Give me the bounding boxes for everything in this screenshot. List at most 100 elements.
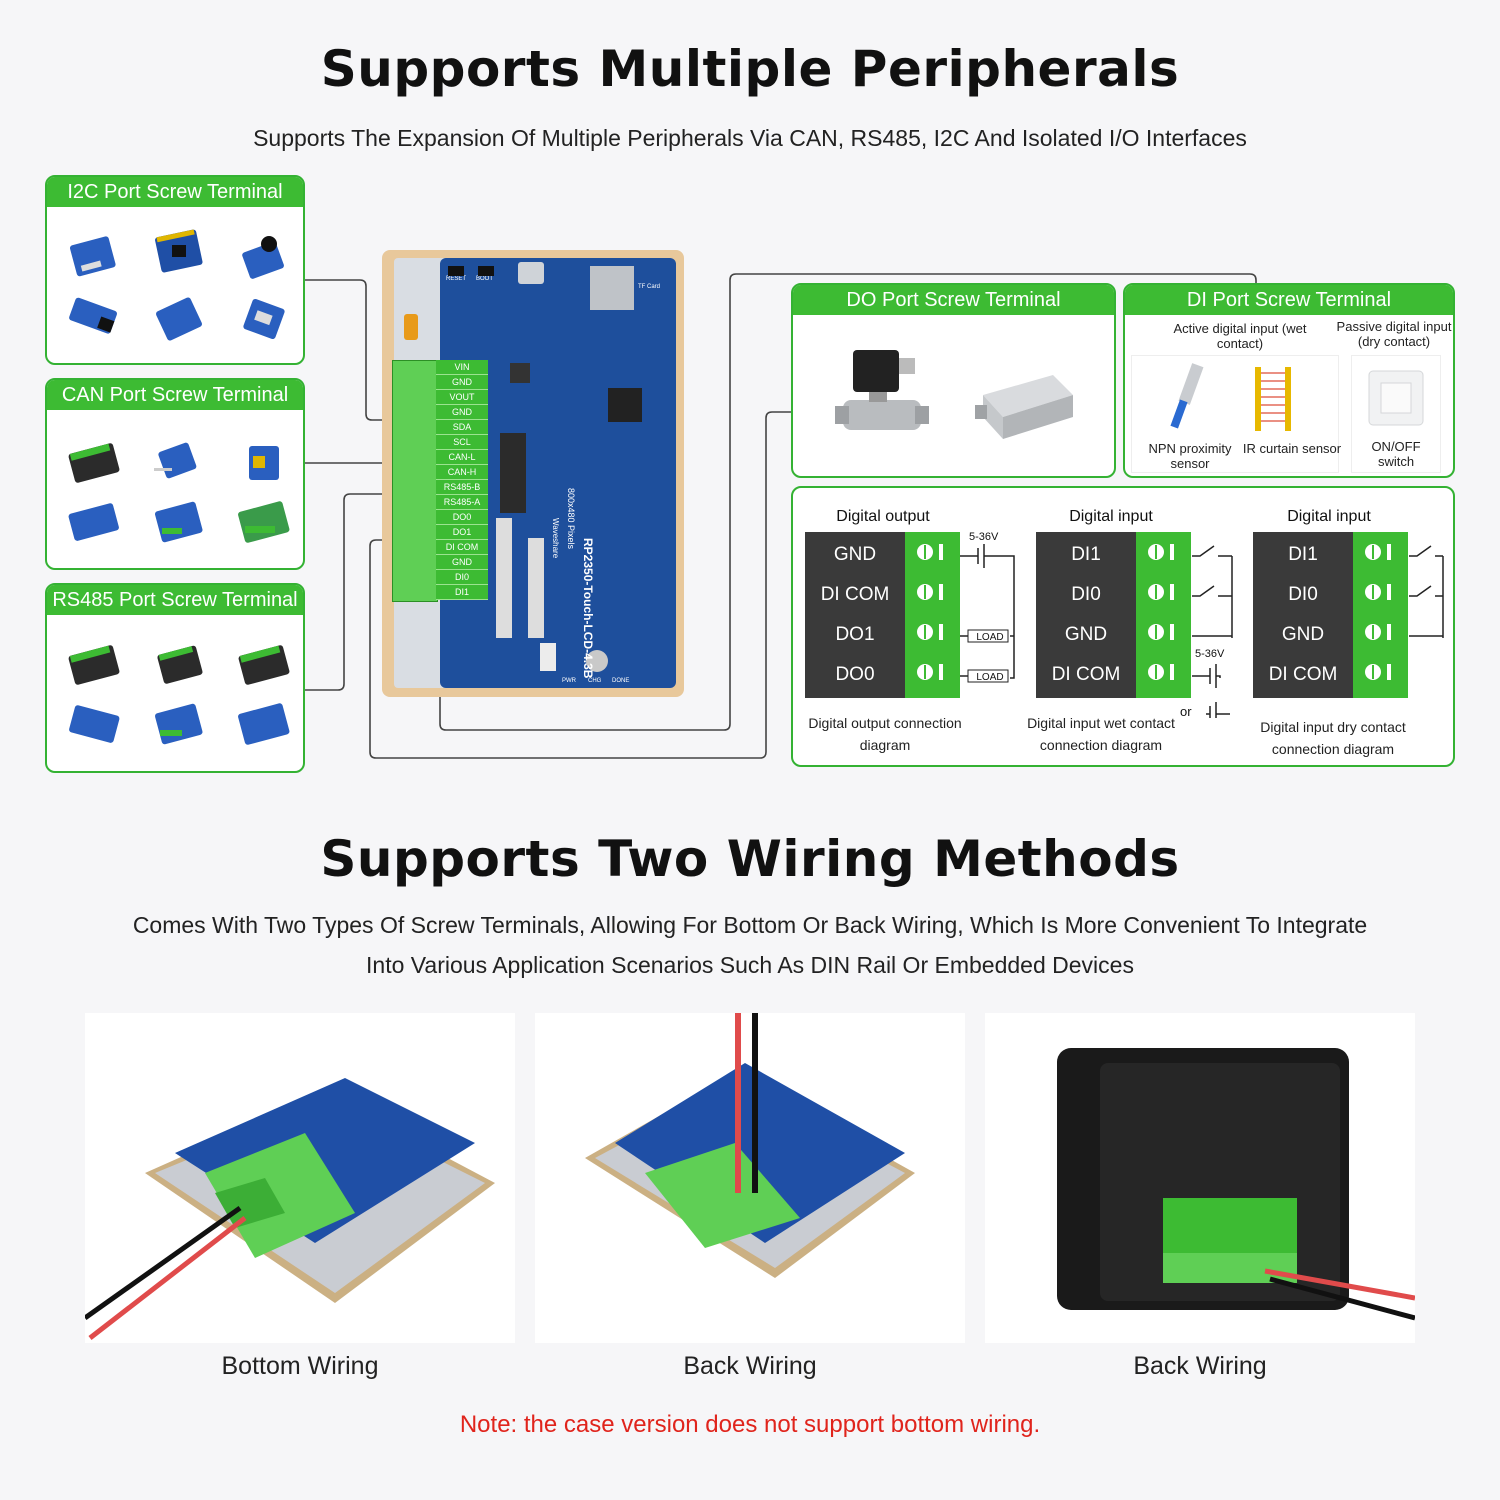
- terminal-green: [1136, 532, 1191, 698]
- di-wet-diagram-heading: Digital input: [1069, 508, 1153, 525]
- di-wet-voltage-label: 5-36V: [1195, 648, 1225, 660]
- switch-label: ON/OFF switch: [1371, 439, 1421, 469]
- do-terminal: GND DI COM DO1 DO0: [805, 532, 960, 698]
- can-module-image: [68, 443, 120, 483]
- pin-label: VOUT: [436, 390, 488, 405]
- wiring-title: Supports Two Wiring Methods: [320, 830, 1180, 888]
- can-module-image: [154, 501, 203, 543]
- board-resolution-label: 800x480 Pixels: [566, 488, 576, 550]
- do-voltage-label: 5-36V: [969, 531, 999, 543]
- terminal-row-label: DO0: [835, 664, 875, 685]
- connector-lines: [305, 273, 1257, 759]
- can-module-image: [238, 501, 290, 543]
- rs485-module-image: [238, 645, 290, 685]
- i2c-module-image: [242, 236, 284, 279]
- screw-icon: [917, 664, 933, 680]
- i2c-card-title: I2C Port Screw Terminal: [47, 177, 303, 207]
- terminal-bar: [939, 544, 943, 560]
- back-wiring-illustration: [585, 1013, 915, 1278]
- screw-icon: [1365, 624, 1381, 640]
- pin-label: GND: [436, 375, 488, 390]
- terminal-green: [905, 532, 960, 698]
- ir-sensor-label: IR curtain sensor: [1242, 441, 1342, 456]
- fpc-connector: [496, 518, 512, 638]
- pin-label: DI COM: [436, 540, 488, 555]
- npn-proximity-sensor-image: [1170, 363, 1204, 429]
- reset-button[interactable]: [448, 266, 464, 276]
- terminal-row-label: GND: [833, 544, 877, 565]
- inductor: [510, 363, 530, 383]
- can-module-image: [154, 442, 197, 479]
- screw-icon: [1365, 544, 1381, 560]
- chg-label: CHG: [588, 678, 602, 684]
- active-input-group: [1131, 355, 1339, 473]
- pin-label: GND: [436, 555, 488, 570]
- terminal-row-label: DI0: [1288, 584, 1318, 605]
- tf-card-label: TF Card: [638, 284, 661, 290]
- screw-icon: [1365, 664, 1381, 680]
- back-wiring-photo: [535, 1013, 965, 1343]
- terminal-row-label: DI0: [1071, 584, 1101, 605]
- pin-label: CAN-L: [436, 450, 488, 465]
- case-back-wiring-illustration: [1057, 1048, 1416, 1321]
- pin-label: DI0: [436, 570, 488, 585]
- boot-button[interactable]: [478, 266, 494, 276]
- do-load-label: LOAD: [976, 672, 1004, 683]
- di-dry-diagram-heading: Digital input: [1287, 508, 1371, 525]
- do-card: DO Port Screw Terminal: [791, 283, 1116, 478]
- wiring-subtitle-line2: Into Various Application Scenarios Such …: [366, 952, 1134, 978]
- rs485-module-image: [154, 703, 203, 745]
- passive-input-group: [1351, 355, 1441, 473]
- back-wiring-caption: Back Wiring: [683, 1352, 817, 1380]
- npn-sensor-label: NPN proximity sensor: [1148, 441, 1232, 471]
- di-dry-terminal: DI1 DI0 GND DI COM: [1253, 532, 1408, 698]
- pin-label: VIN: [436, 360, 488, 375]
- pin-label: SCL: [436, 435, 488, 450]
- do-card-title: DO Port Screw Terminal: [793, 285, 1114, 315]
- pin-label-strip: VIN GND VOUT GND SDA SCL CAN-L CAN-H RS4…: [436, 360, 488, 600]
- board-frame: RESET BOOT TF Card RP2350-Touch-LCD-4.3B…: [382, 250, 684, 697]
- terminal-bar: [1387, 624, 1391, 640]
- bottom-wiring-caption: Bottom Wiring: [221, 1352, 379, 1380]
- terminal-row-label: DI COM: [820, 584, 890, 605]
- battery-connector: [540, 643, 556, 671]
- terminal-bar: [1387, 544, 1391, 560]
- i2c-module-image: [69, 297, 117, 334]
- bottom-wiring-illustration: [83, 1078, 495, 1340]
- solenoid-valve-image: [835, 350, 929, 430]
- done-label: DONE: [612, 678, 630, 684]
- terminal-green: [1353, 532, 1408, 698]
- terminal-row-label: GND: [1064, 624, 1108, 645]
- switch-image: [1368, 370, 1424, 426]
- can-module-image: [249, 446, 279, 480]
- diagrams-card: Digital output GND DI COM DO1 DO0 5-36V …: [791, 486, 1455, 767]
- can-module-image: [68, 503, 119, 541]
- fpc-connector-2: [528, 538, 544, 638]
- case-back-wiring-caption: Back Wiring: [1133, 1352, 1267, 1380]
- active-input-label: Active digital input (wet contact): [1173, 321, 1307, 351]
- usb-c-port: [518, 262, 544, 284]
- i2c-module-image: [156, 297, 202, 341]
- i2c-card: I2C Port Screw Terminal: [45, 175, 305, 365]
- terminal-row-label: DI COM: [1268, 664, 1338, 685]
- rs485-module-image: [238, 703, 290, 745]
- screw-icon: [1148, 584, 1164, 600]
- i2c-module-image: [243, 298, 285, 340]
- brand-label: Waveshare: [551, 518, 560, 559]
- pin-label: SDA: [436, 420, 488, 435]
- terminal-row-label: DI1: [1071, 544, 1101, 565]
- terminal-bar: [939, 584, 943, 600]
- rs485-card-title: RS485 Port Screw Terminal: [47, 585, 303, 615]
- terminal-bar: [1170, 544, 1174, 560]
- screw-icon: [1148, 664, 1164, 680]
- do-load-label: LOAD: [976, 632, 1004, 643]
- isolation-ics: [500, 433, 526, 513]
- pin-label: RS485-A: [436, 495, 488, 510]
- terminal-row-label: DI COM: [1051, 664, 1121, 685]
- di-wet-wiring: [1192, 545, 1233, 718]
- screw-icon: [1365, 584, 1381, 600]
- di-dry-wiring: [1409, 545, 1444, 638]
- terminal-row-label: DI1: [1288, 544, 1318, 565]
- terminal-bar: [1170, 664, 1174, 680]
- screw-terminal-block: [392, 360, 438, 602]
